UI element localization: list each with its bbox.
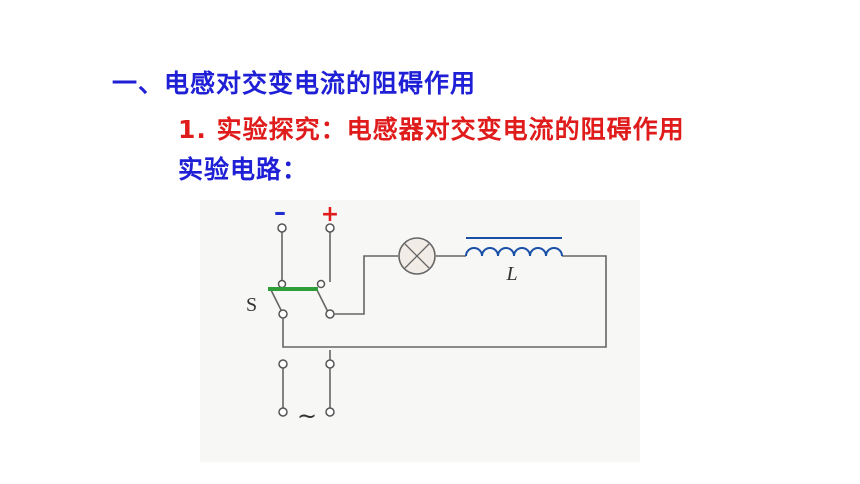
dc-plus-terminal bbox=[325, 223, 335, 233]
ac-lower-terminal-right bbox=[325, 407, 335, 417]
ac-upper-terminal-left bbox=[278, 359, 288, 369]
dc-plus-label: + bbox=[321, 202, 339, 227]
switch-contact-minus bbox=[277, 279, 287, 289]
circuit-label: 实验电路： bbox=[178, 155, 309, 184]
switch-pivot-right bbox=[325, 309, 335, 319]
switch-label: S bbox=[246, 294, 257, 316]
switch-blade-right bbox=[315, 287, 329, 313]
dc-minus-label: – bbox=[274, 198, 286, 226]
heading: 一、电感对交变电流的阻碍作用 bbox=[112, 69, 477, 98]
inductor-label: L bbox=[505, 263, 517, 285]
inductor-coil bbox=[465, 247, 563, 257]
lamp-filament-b bbox=[404, 243, 430, 269]
switch-contact-plus bbox=[316, 279, 326, 289]
ac-upper-terminal-right bbox=[325, 359, 335, 369]
dc-minus-terminal bbox=[277, 223, 287, 233]
ac-label: ~ bbox=[297, 402, 317, 430]
switch-blade-left bbox=[269, 287, 283, 313]
switch-pivot-left bbox=[278, 309, 288, 319]
wire-to-lamp bbox=[334, 255, 398, 315]
subheading: 1. 实验探究：电感器对交变电流的阻碍作用 bbox=[178, 115, 685, 144]
wire-return bbox=[282, 255, 607, 348]
ac-lower-terminal-left bbox=[278, 407, 288, 417]
